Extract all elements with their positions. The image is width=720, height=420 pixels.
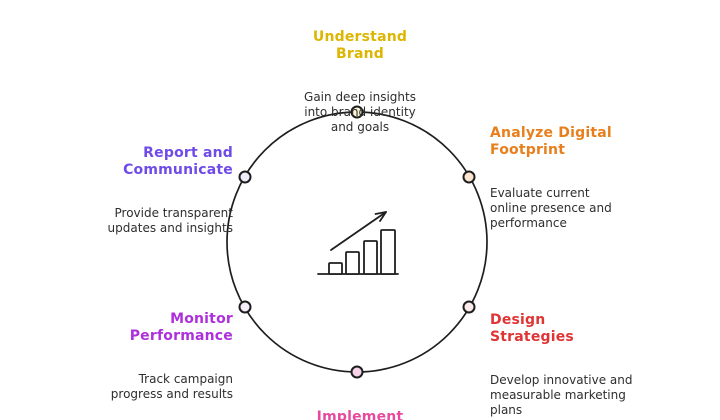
node-monitor-performance xyxy=(238,300,252,314)
growth-arrow-head xyxy=(374,211,387,222)
step-monitor-performance: Monitor Performance Track campaign progr… xyxy=(30,292,233,420)
chart-bar-2 xyxy=(345,251,360,275)
chart-bar-4 xyxy=(380,229,396,275)
chart-bar-3 xyxy=(363,240,378,275)
step-design-strategies: Design Strategies Develop innovative and… xyxy=(490,293,672,420)
step-understand-brand: Understand Brand Gain deep insights into… xyxy=(255,10,465,154)
node-design-strategies xyxy=(462,300,476,314)
step-title-analyze-digital-footprint: Analyze Digital Footprint xyxy=(490,125,612,158)
step-description-analyze-digital-footprint: Evaluate current online presence and per… xyxy=(490,186,612,230)
step-analyze-digital-footprint: Analyze Digital Footprint Evaluate curre… xyxy=(490,106,668,250)
step-title-report-and-communicate: Report and Communicate xyxy=(123,145,233,178)
step-description-report-and-communicate: Provide transparent updates and insights xyxy=(107,206,233,235)
bar-chart-growth-icon xyxy=(317,211,399,275)
node-report-and-communicate xyxy=(238,170,252,184)
chart-bar-1 xyxy=(328,262,343,275)
step-report-and-communicate: Report and Communicate Provide transpare… xyxy=(30,126,233,255)
step-description-understand-brand: Gain deep insights into brand identity a… xyxy=(304,90,416,134)
step-description-monitor-performance: Track campaign progress and results xyxy=(110,372,233,401)
node-analyze-digital-footprint xyxy=(462,170,476,184)
node-implement-campaigns xyxy=(350,365,364,379)
step-implement-campaigns: Implement Campaigns xyxy=(255,390,465,420)
step-title-design-strategies: Design Strategies xyxy=(490,312,574,345)
growth-arrow-shaft xyxy=(330,211,387,251)
node-understand-brand xyxy=(350,105,364,119)
step-description-design-strategies: Develop innovative and measurable market… xyxy=(490,373,633,417)
step-title-understand-brand: Understand Brand xyxy=(312,29,408,62)
step-title-implement-campaigns: Implement Campaigns xyxy=(316,409,404,420)
step-title-monitor-performance: Monitor Performance xyxy=(129,311,233,344)
